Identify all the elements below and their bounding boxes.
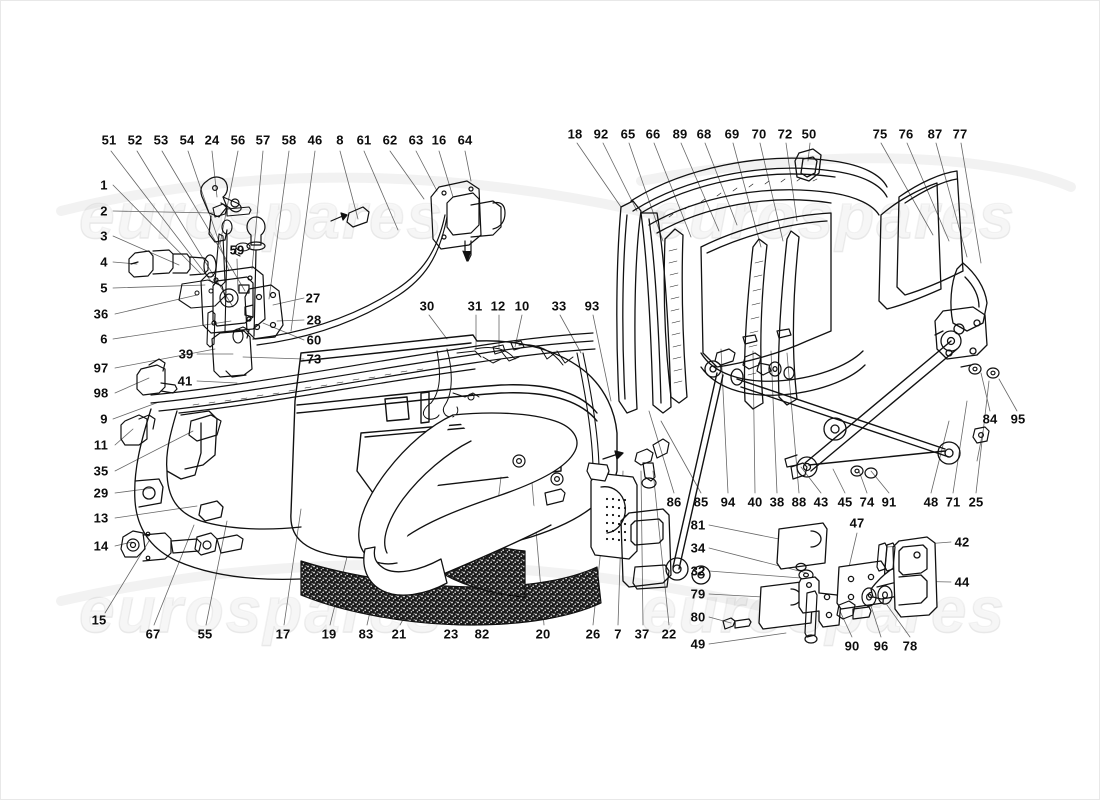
callout-label-68: 68 — [696, 126, 712, 142]
callout-label-19: 19 — [321, 626, 337, 642]
callout-label-73: 73 — [306, 351, 322, 367]
callout-label-78: 78 — [902, 638, 918, 654]
callout-label-89: 89 — [672, 126, 688, 142]
callout-label-18: 18 — [567, 126, 583, 142]
callout-label-16: 16 — [431, 132, 447, 148]
callout-label-45: 45 — [837, 494, 853, 510]
callout-label-96: 96 — [873, 638, 889, 654]
callout-label-71: 71 — [945, 494, 961, 510]
callout-label-8: 8 — [336, 132, 344, 148]
callout-label-75: 75 — [872, 126, 888, 142]
callout-label-44: 44 — [954, 574, 970, 590]
callout-label-40: 40 — [747, 494, 763, 510]
callout-label-69: 69 — [724, 126, 740, 142]
callout-label-63: 63 — [408, 132, 424, 148]
callout-label-21: 21 — [391, 626, 407, 642]
callout-label-23: 23 — [443, 626, 459, 642]
callout-label-34: 34 — [690, 540, 706, 556]
callout-label-28: 28 — [306, 312, 322, 328]
callout-label-53: 53 — [153, 132, 169, 148]
callout-label-43: 43 — [813, 494, 829, 510]
callout-label-39: 39 — [178, 346, 194, 362]
callout-label-81: 81 — [690, 517, 706, 533]
callout-label-2: 2 — [100, 203, 108, 219]
callout-label-54: 54 — [179, 132, 195, 148]
callout-label-46: 46 — [307, 132, 323, 148]
callout-label-32: 32 — [690, 563, 706, 579]
callout-label-95: 95 — [1010, 411, 1026, 427]
callout-label-14: 14 — [93, 538, 109, 554]
callout-label-12: 12 — [490, 298, 506, 314]
callout-label-74: 74 — [859, 494, 875, 510]
callout-label-47: 47 — [849, 515, 865, 531]
callout-label-15: 15 — [91, 612, 107, 628]
callout-label-33: 33 — [551, 298, 567, 314]
callout-label-90: 90 — [844, 638, 860, 654]
callout-label-52: 52 — [127, 132, 143, 148]
callout-label-41: 41 — [177, 373, 193, 389]
callout-label-49: 49 — [690, 636, 706, 652]
callout-label-20: 20 — [535, 626, 551, 642]
callout-label-64: 64 — [457, 132, 473, 148]
callout-label-36: 36 — [93, 306, 109, 322]
callout-label-48: 48 — [923, 494, 939, 510]
callout-label-61: 61 — [356, 132, 372, 148]
callout-label-84: 84 — [982, 411, 998, 427]
callout-label-27: 27 — [305, 290, 321, 306]
callout-label-37: 37 — [634, 626, 650, 642]
callout-label-11: 11 — [93, 437, 109, 453]
callout-label-13: 13 — [93, 510, 109, 526]
callout-label-25: 25 — [968, 494, 984, 510]
callout-label-26: 26 — [585, 626, 601, 642]
callout-label-1: 1 — [100, 177, 108, 193]
callout-label-77: 77 — [952, 126, 968, 142]
callout-label-72: 72 — [777, 126, 793, 142]
callout-label-51: 51 — [101, 132, 117, 148]
callout-label-4: 4 — [100, 254, 108, 270]
callout-label-93: 93 — [584, 298, 600, 314]
callout-label-30: 30 — [419, 298, 435, 314]
callout-label-65: 65 — [620, 126, 636, 142]
callout-label-50: 50 — [801, 126, 817, 142]
callout-label-9: 9 — [100, 411, 108, 427]
callout-label-67: 67 — [145, 626, 161, 642]
callout-label-85: 85 — [693, 494, 709, 510]
callout-label-3: 3 — [100, 228, 108, 244]
callout-label-87: 87 — [927, 126, 943, 142]
callout-label-94: 94 — [720, 494, 736, 510]
callout-label-91: 91 — [881, 494, 897, 510]
callout-label-7: 7 — [614, 626, 622, 642]
callout-label-24: 24 — [204, 132, 220, 148]
callout-label-76: 76 — [898, 126, 914, 142]
callout-label-42: 42 — [954, 534, 970, 550]
callout-label-79: 79 — [690, 586, 706, 602]
callout-label-57: 57 — [255, 132, 271, 148]
callout-label-5: 5 — [100, 280, 108, 296]
callout-label-59: 59 — [229, 242, 245, 258]
callout-label-62: 62 — [382, 132, 398, 148]
callout-label-83: 83 — [358, 626, 374, 642]
callout-label-58: 58 — [281, 132, 297, 148]
callout-label-10: 10 — [514, 298, 530, 314]
callout-label-55: 55 — [197, 626, 213, 642]
callout-label-31: 31 — [467, 298, 483, 314]
callout-label-82: 82 — [474, 626, 490, 642]
callout-label-35: 35 — [93, 463, 109, 479]
callout-label-80: 80 — [690, 609, 706, 625]
callout-label-97: 97 — [93, 360, 109, 376]
callout-label-56: 56 — [230, 132, 246, 148]
callout-label-92: 92 — [593, 126, 609, 142]
callout-label-29: 29 — [93, 485, 109, 501]
callout-label-22: 22 — [661, 626, 677, 642]
callout-label-60: 60 — [306, 332, 322, 348]
callout-label-38: 38 — [769, 494, 785, 510]
callout-label-6: 6 — [100, 331, 108, 347]
callout-label-88: 88 — [791, 494, 807, 510]
callout-label-66: 66 — [645, 126, 661, 142]
callout-label-17: 17 — [275, 626, 291, 642]
callout-label-98: 98 — [93, 385, 109, 401]
callout-label-70: 70 — [751, 126, 767, 142]
callout-label-86: 86 — [666, 494, 682, 510]
